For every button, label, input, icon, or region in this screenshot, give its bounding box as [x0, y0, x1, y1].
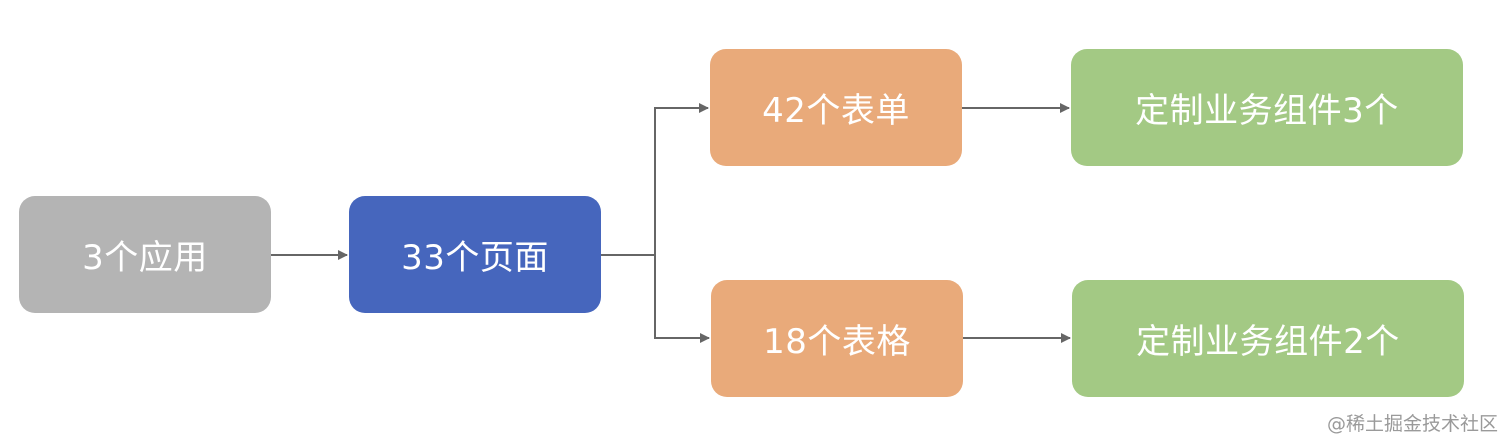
node-tables: 18个表格	[711, 280, 963, 397]
node-apps: 3个应用	[19, 196, 271, 313]
node-pages-label: 33个页面	[401, 238, 549, 278]
node-tables-label: 18个表格	[763, 322, 911, 362]
node-forms: 42个表单	[710, 49, 962, 166]
node-pages: 33个页面	[349, 196, 601, 313]
node-custom-tables-label: 定制业务组件2个	[1136, 322, 1400, 362]
edge-pages-to-forms	[601, 103, 709, 256]
edge-pages-to-tables	[654, 255, 710, 343]
watermark: @稀土掘金技术社区	[1326, 413, 1498, 435]
node-apps-label: 3个应用	[82, 238, 208, 278]
node-custom-forms: 定制业务组件3个	[1071, 49, 1463, 166]
node-custom-tables: 定制业务组件2个	[1072, 280, 1464, 397]
node-forms-label: 42个表单	[762, 91, 910, 131]
node-custom-forms-label: 定制业务组件3个	[1135, 91, 1399, 131]
